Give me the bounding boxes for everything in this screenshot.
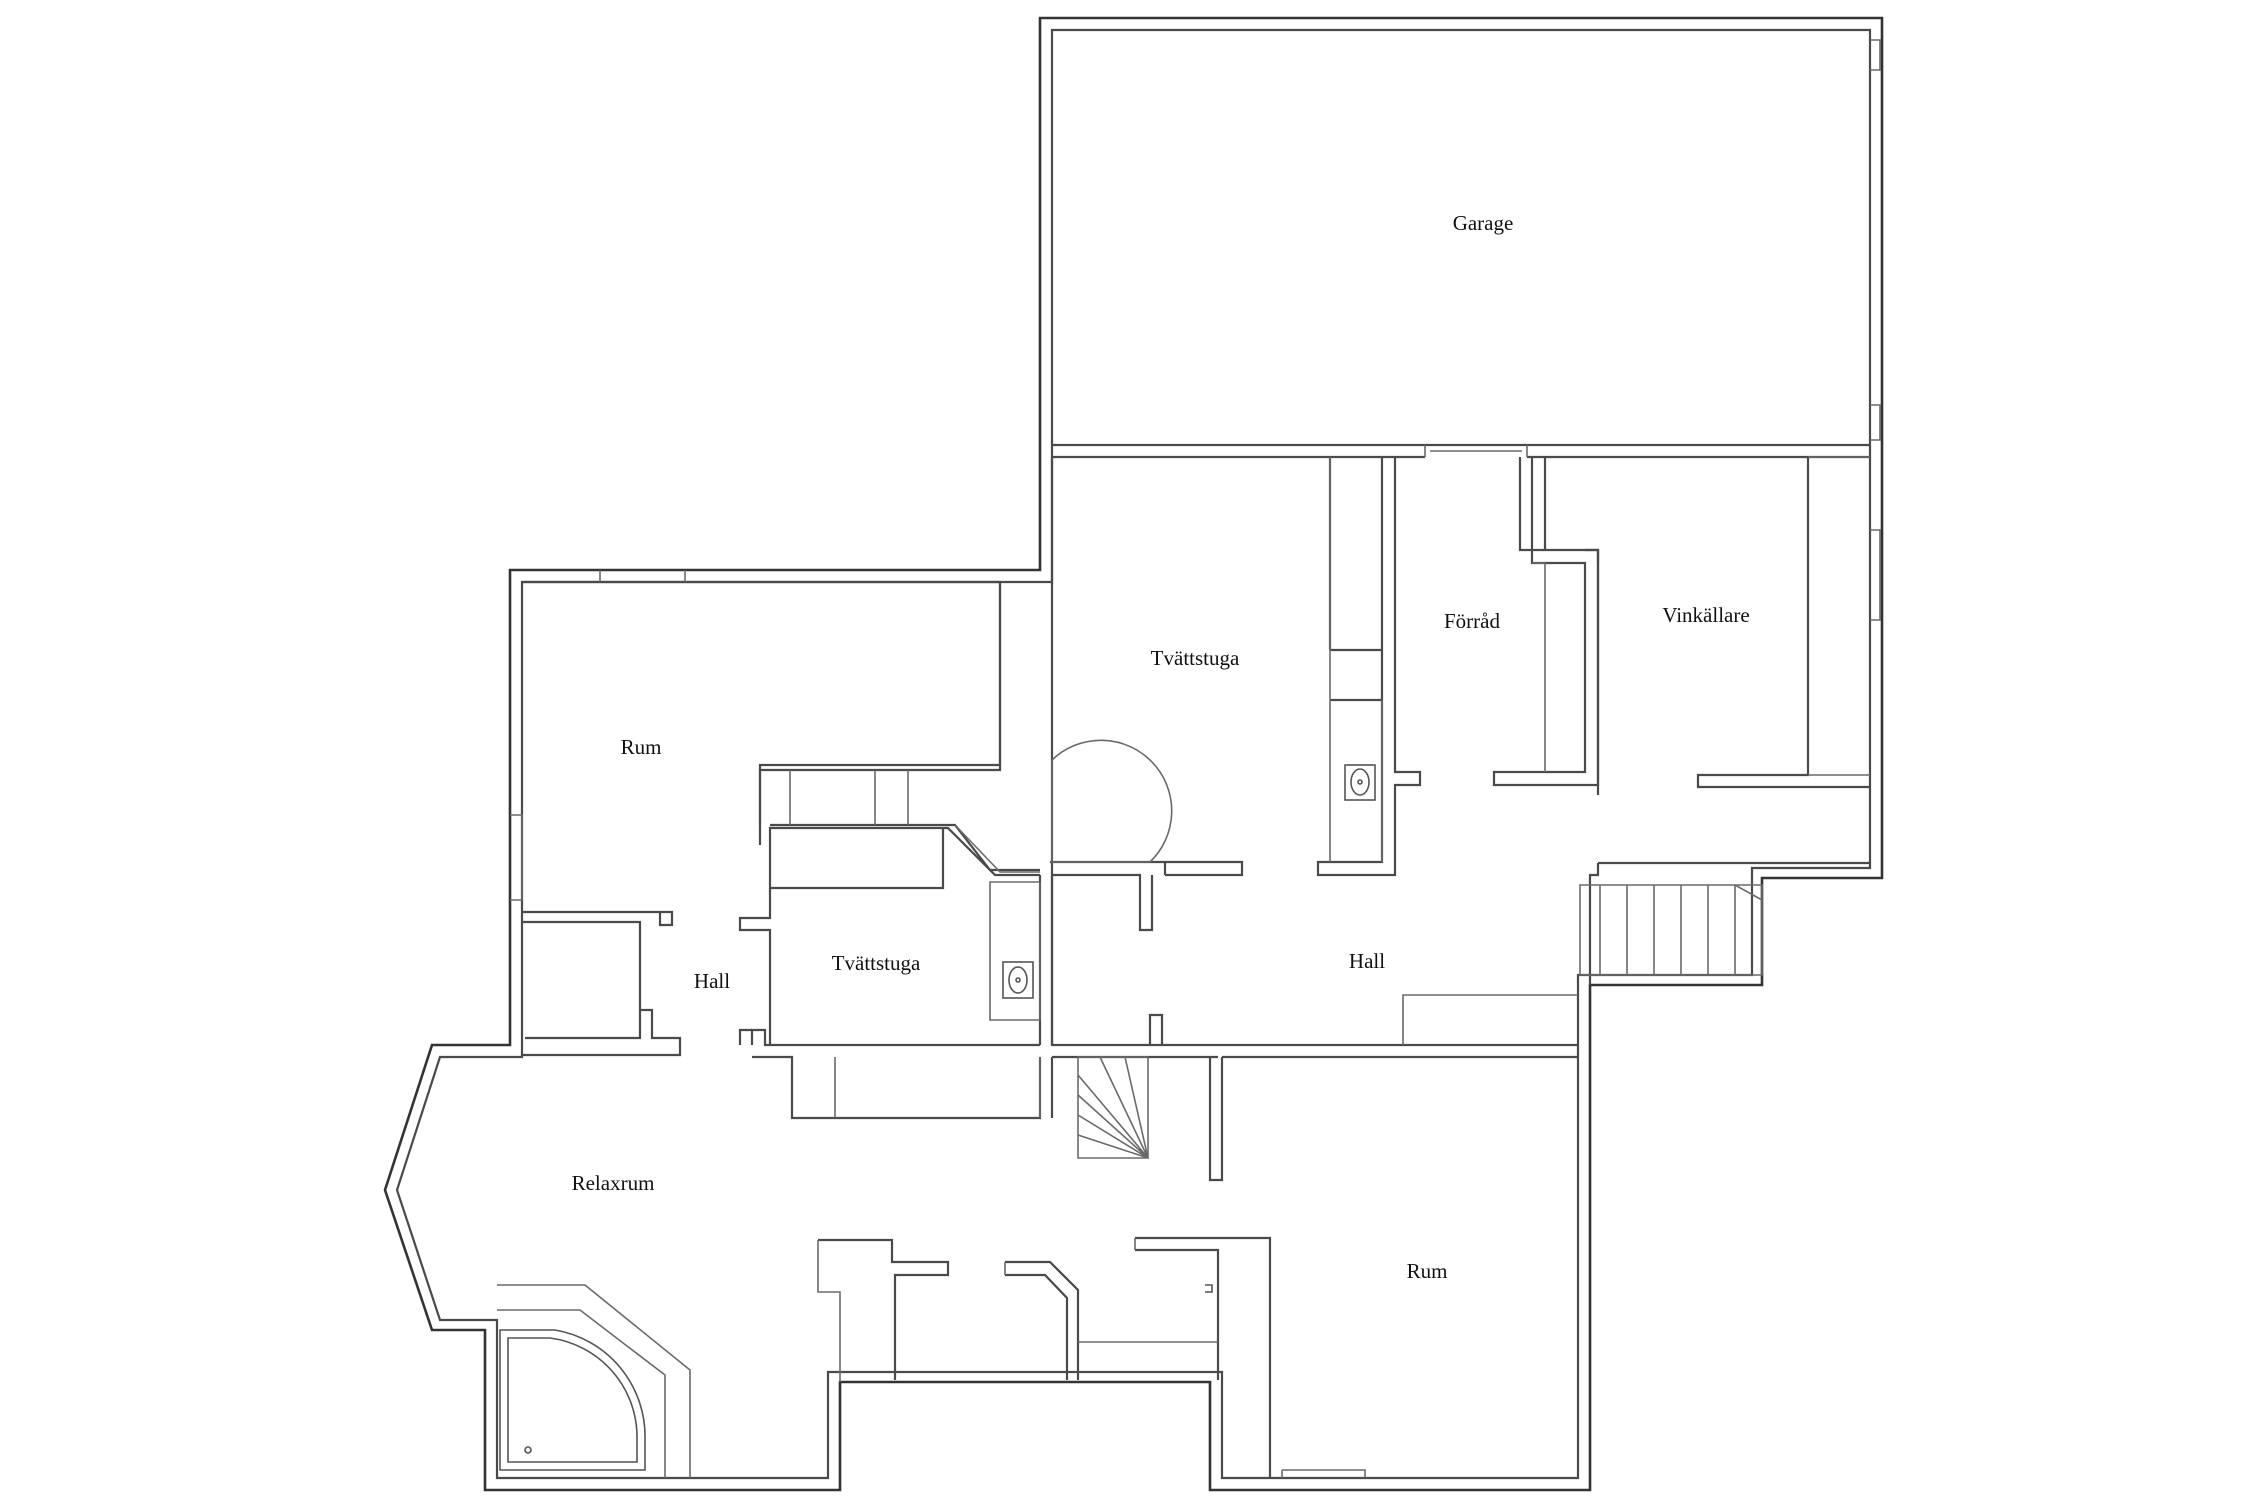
corner-bathtub (497, 1284, 691, 1478)
room-label-hall-1: Hall (694, 969, 730, 993)
garage-walls (1052, 39, 1881, 459)
interior-walls-center (738, 582, 1578, 1059)
room-label-hall-2: Hall (1349, 949, 1385, 973)
room-label-tvattstuga-2: Tvättstuga (832, 951, 921, 975)
room-label-vinkallare: Vinkällare (1662, 603, 1749, 627)
stairs-east (1579, 884, 1763, 976)
room-label-relaxrum: Relaxrum (572, 1171, 655, 1195)
room-label-rum-1: Rum (621, 735, 662, 759)
room-label-garage: Garage (1453, 211, 1514, 235)
room-label-forrad: Förråd (1444, 609, 1500, 633)
interior-walls-north (1050, 456, 1881, 1045)
interior-walls-south (752, 1055, 1366, 1478)
drain-icon (1205, 1284, 1213, 1293)
room-label-rum-2: Rum (1407, 1259, 1448, 1283)
interior-walls-west (510, 570, 1002, 1057)
sink-icon-1 (1344, 764, 1376, 801)
outer-walls (383, 16, 1884, 1492)
room-label-tvattstuga-1: Tvättstuga (1151, 646, 1240, 670)
sink-icon-2 (1002, 961, 1034, 999)
